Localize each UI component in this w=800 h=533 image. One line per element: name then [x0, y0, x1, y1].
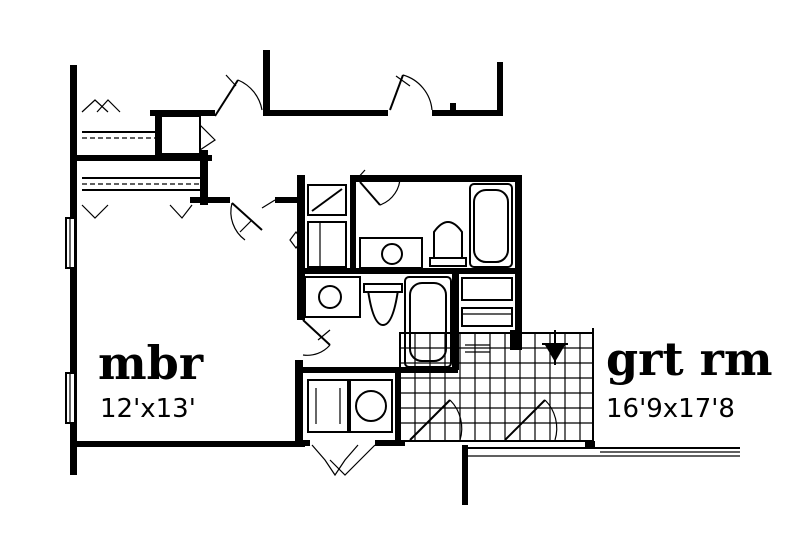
left-exterior-wall: [70, 65, 77, 475]
closets: [81, 99, 201, 219]
upper-small-post: [450, 103, 456, 113]
laundry-bottom-left: [295, 440, 310, 446]
lower-stub-wall: [462, 445, 468, 505]
bath-left-wall: [297, 175, 305, 270]
hall-closet: [307, 221, 347, 268]
doors: [199, 74, 433, 477]
bath-divider-wall: [297, 268, 515, 274]
room-name-mbr: mbr: [98, 336, 204, 390]
laundry-left-wall: [295, 360, 303, 445]
closet-cabinet: [160, 115, 201, 155]
laundry-bottom-right: [375, 440, 405, 446]
closet-inner-wall: [155, 110, 161, 160]
bathtub-upper-basin: [473, 189, 509, 263]
laundry-top-wall: [295, 367, 458, 373]
upper-right-stub: [497, 62, 503, 116]
toilet-lower: [366, 289, 400, 327]
room-dimensions-mbr: 12'x13': [100, 394, 196, 424]
closet-shelf: [461, 277, 513, 301]
lav-left-wall: [297, 268, 305, 320]
upper-wall-top: [263, 110, 388, 116]
bath-right-wall: [515, 175, 522, 350]
closet-mid-wall: [77, 155, 212, 161]
bath-top-wall: [355, 175, 520, 182]
toilet-upper: [433, 221, 463, 267]
sink-lower: [318, 285, 342, 309]
upper-wall-right: [432, 110, 502, 116]
column-stub: [510, 330, 516, 350]
bathtub-lower-basin: [409, 282, 447, 362]
room-name-grt-rm: grt rm: [606, 332, 773, 386]
hall-partition: [275, 197, 303, 203]
bath-inner-wall: [350, 175, 356, 270]
sink-upper: [381, 243, 403, 265]
closet-top-wall: [150, 110, 215, 116]
walls: [70, 50, 522, 505]
windows: [65, 217, 76, 424]
closet-bottom-wall: [190, 197, 230, 203]
mbr-bottom-wall: [70, 441, 305, 447]
foyer-tile-grid: [399, 328, 594, 448]
fixtures: [304, 183, 513, 433]
entry-threshold: [468, 441, 740, 457]
washer: [307, 379, 349, 433]
laundry-right-wall: [395, 370, 401, 445]
closet-right-wall: [200, 150, 208, 205]
room-dimensions-grt-rm: 16'9x17'8: [606, 394, 735, 424]
upper-wall-vertical: [263, 50, 270, 116]
lower-bath-right-wall: [452, 270, 459, 370]
